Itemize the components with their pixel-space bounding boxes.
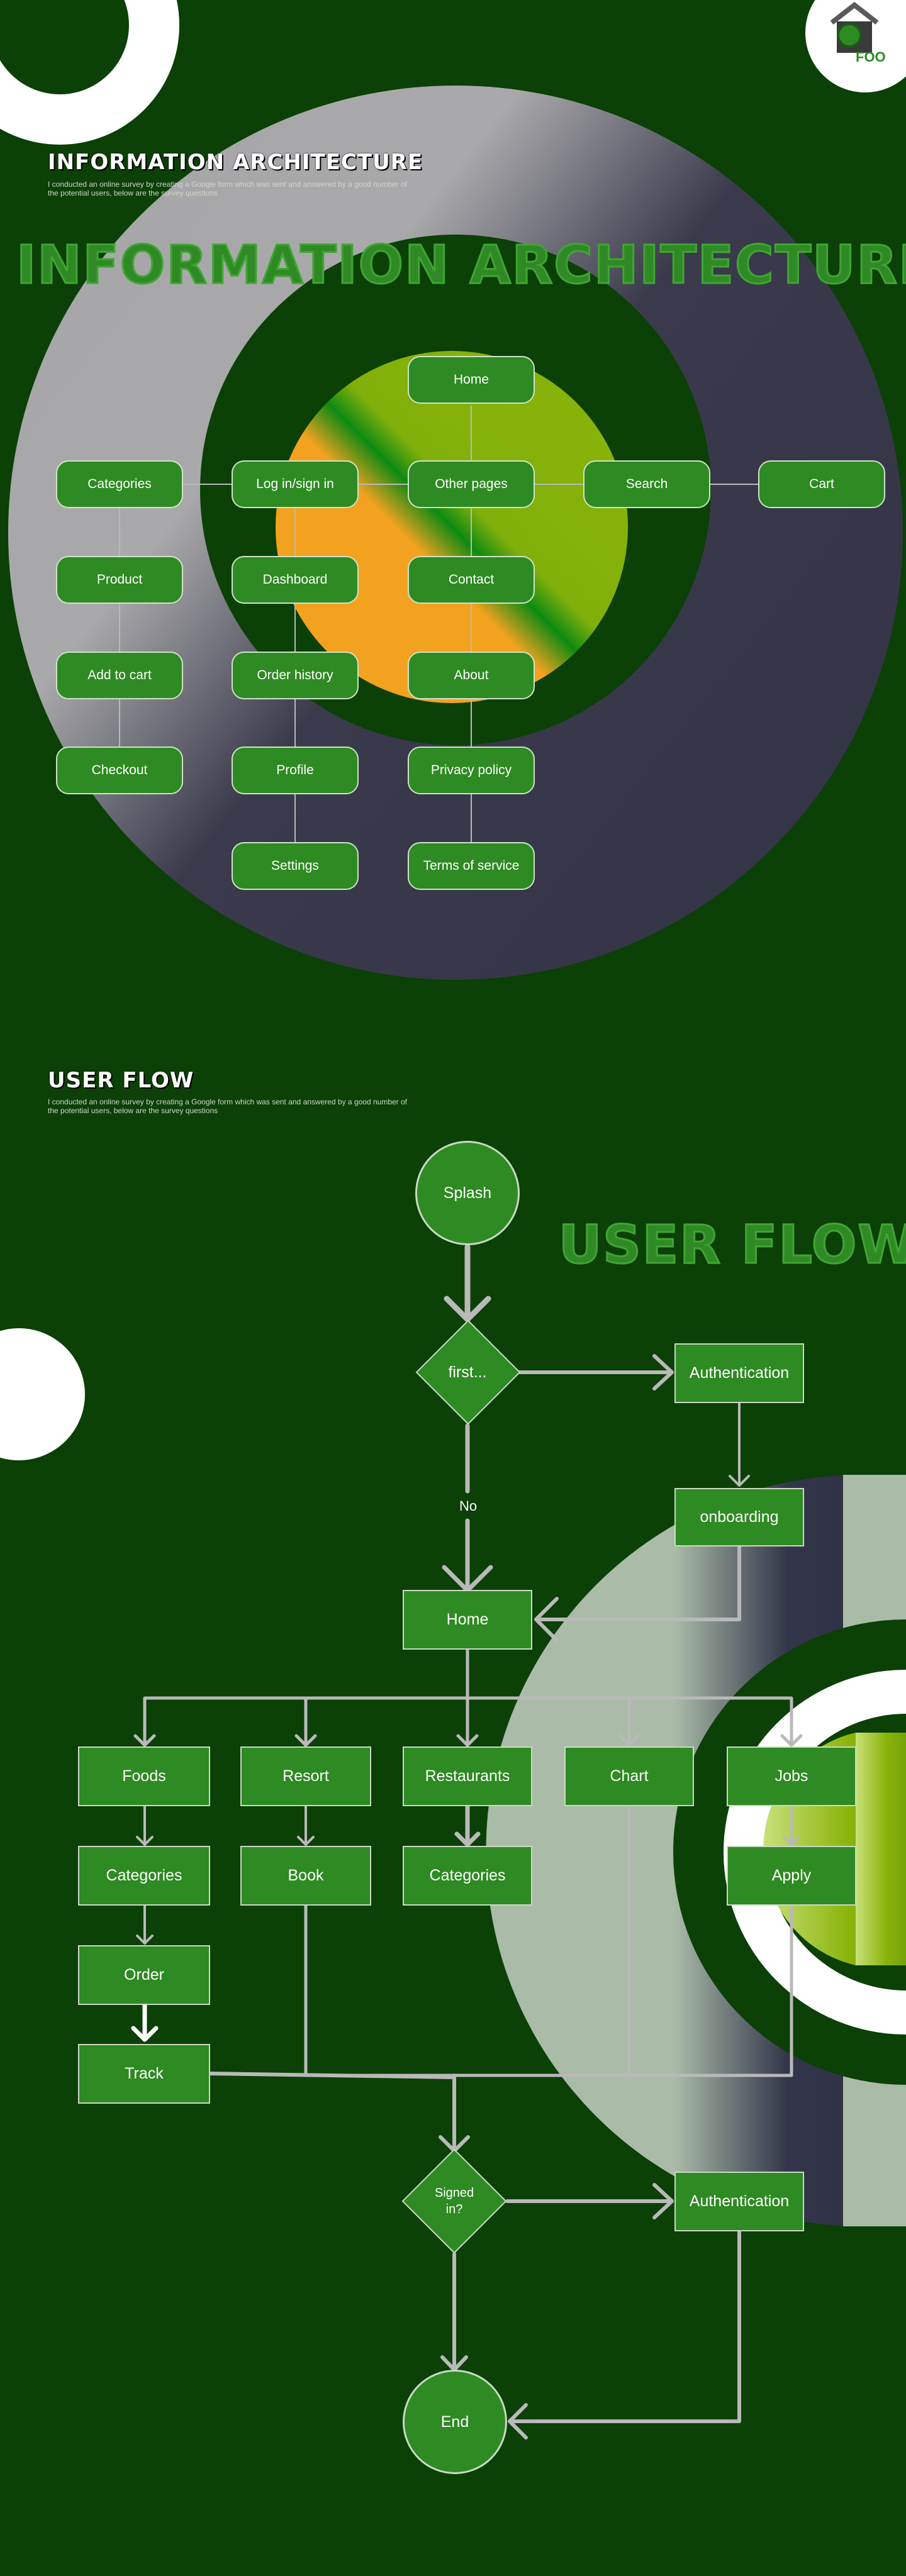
uf-authentication[interactable]: Authentication (674, 1343, 804, 1403)
uf-first-label: first... (448, 1363, 487, 1381)
uf-section-title: USER FLOW (48, 1068, 194, 1093)
ia-node-other-pages[interactable]: Other pages (408, 460, 535, 508)
uf-authentication-2[interactable]: Authentication (674, 2172, 804, 2231)
uf-categories-restaurants[interactable]: Categories (403, 1846, 532, 1906)
ia-node-order-history[interactable]: Order history (232, 652, 359, 699)
uf-jobs[interactable]: Jobs (727, 1746, 856, 1806)
ia-node-product[interactable]: Product (56, 556, 183, 604)
ia-node-privacy[interactable]: Privacy policy (408, 747, 535, 794)
ia-node-settings[interactable]: Settings (232, 842, 359, 890)
ia-node-about[interactable]: About (408, 652, 535, 699)
uf-splash[interactable]: Splash (415, 1141, 520, 1245)
uf-book[interactable]: Book (240, 1846, 371, 1906)
ia-section-title: INFORMATION ARCHITECTURE (48, 150, 423, 175)
ia-section-description: I conducted an online survey by creating… (48, 180, 408, 197)
ia-big-title: INFORMATION ARCHITECTURE (15, 233, 906, 297)
uf-home[interactable]: Home (403, 1590, 532, 1650)
ia-node-contact[interactable]: Contact (408, 556, 535, 604)
uf-no-label: No (459, 1498, 478, 1514)
ia-node-cart[interactable]: Cart (758, 460, 885, 508)
logo: FOO (818, 0, 906, 69)
uf-restaurants[interactable]: Restaurants (403, 1746, 532, 1806)
uf-order[interactable]: Order (78, 1945, 210, 2005)
uf-categories[interactable]: Categories (78, 1846, 210, 1906)
ia-node-terms[interactable]: Terms of service (408, 842, 535, 890)
ia-node-add-to-cart[interactable]: Add to cart (56, 652, 183, 699)
uf-big-title: USER FLOW (558, 1213, 906, 1277)
uf-onboarding[interactable]: onboarding (674, 1488, 804, 1546)
logo-text: FOO (856, 49, 886, 65)
uf-signed-in-label: Signed in? (434, 2186, 474, 2216)
uf-resort[interactable]: Resort (240, 1746, 371, 1806)
ia-node-profile[interactable]: Profile (232, 747, 359, 794)
uf-track[interactable]: Track (78, 2044, 210, 2104)
uf-foods[interactable]: Foods (78, 1746, 210, 1806)
ia-node-categories[interactable]: Categories (56, 460, 183, 508)
ia-node-login[interactable]: Log in/sign in (232, 460, 359, 508)
ia-node-checkout[interactable]: Checkout (56, 747, 183, 794)
ia-node-search[interactable]: Search (583, 460, 710, 508)
house-icon (830, 1, 879, 53)
uf-section-description: I conducted an online survey by creating… (48, 1097, 408, 1115)
uf-chart[interactable]: Chart (564, 1746, 694, 1806)
ia-node-home[interactable]: Home (408, 356, 535, 404)
uf-end[interactable]: End (403, 2370, 507, 2474)
uf-apply[interactable]: Apply (727, 1846, 856, 1906)
ia-node-dashboard[interactable]: Dashboard (232, 556, 359, 604)
